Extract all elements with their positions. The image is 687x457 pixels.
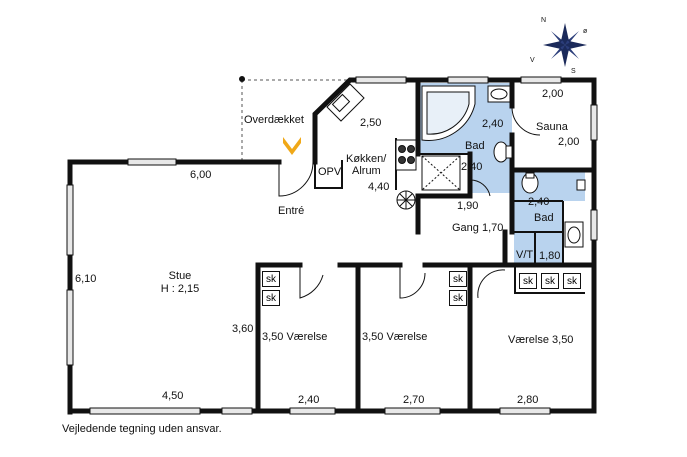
bathroom-fixtures	[421, 85, 586, 248]
label-dim-440: 4,40	[368, 181, 390, 193]
label-entre: Entré	[278, 205, 305, 217]
entrance-arrow-icon	[283, 137, 301, 155]
label-vaerelse2-dim: 2,70	[403, 394, 425, 406]
label-bad1-dim-b: 2,40	[461, 161, 483, 173]
label-bad2-dim-side: 1,80	[539, 250, 561, 262]
windows	[66, 76, 598, 415]
label-dim-360: 3,60	[232, 323, 254, 335]
label-bad2: Bad	[534, 212, 554, 224]
cabinet-sk: sk	[519, 273, 537, 289]
compass-rose-icon	[543, 23, 587, 67]
cabinet-sk: sk	[262, 290, 280, 306]
label-stue-dim-side: 6,10	[75, 273, 97, 285]
label-bad1: Bad	[465, 140, 485, 152]
cabinet-sk: sk	[541, 273, 559, 289]
kitchen-fixtures	[326, 83, 417, 210]
label-koekken: Køkken/	[346, 153, 387, 165]
label-stue-h: H : 2,15	[160, 283, 200, 295]
compass-n: N	[541, 17, 546, 24]
label-vaerelse1-dim: 2,40	[298, 394, 320, 406]
compass-o: ø	[583, 28, 588, 35]
label-stue-dim-bottom: 4,50	[162, 390, 184, 402]
cabinet-sk: sk	[262, 271, 280, 287]
disclaimer-text: Vejledende tegning uden ansvar.	[62, 423, 222, 435]
label-dim-190: 1,90	[457, 200, 479, 212]
label-overdaekket: Overdækket	[244, 114, 304, 126]
label-vaerelse3: Værelse 3,50	[508, 334, 574, 346]
label-bad1-dim-a: 2,40	[482, 118, 504, 130]
corner-dot	[239, 76, 245, 82]
label-sauna-dim-side: 2,00	[558, 136, 580, 148]
label-vt: V/T	[516, 249, 534, 261]
label-dim-250: 2,50	[360, 117, 382, 129]
compass-v: V	[530, 57, 535, 64]
label-stue: Stue	[168, 270, 192, 282]
label-vaerelse1: 3,50 Værelse	[262, 331, 328, 343]
label-opv: OPV	[318, 166, 342, 178]
cabinet-sk: sk	[563, 273, 581, 289]
label-vaerelse2: 3,50 Værelse	[362, 331, 428, 343]
label-sauna-dim-top: 2,00	[542, 88, 564, 100]
compass-s: S	[571, 68, 576, 75]
label-alrum: Alrum	[352, 165, 381, 177]
label-vaerelse3-dim: 2,80	[517, 394, 539, 406]
cabinet-sk: sk	[449, 290, 467, 306]
doors	[278, 106, 541, 299]
cabinet-sk: sk	[449, 271, 467, 287]
label-bad2-dim-top: 2,40	[528, 196, 550, 208]
label-gang: Gang 1,70	[452, 222, 504, 234]
label-stue-dim-top: 6,00	[190, 169, 212, 181]
thin-walls	[314, 138, 585, 294]
label-sauna: Sauna	[536, 121, 568, 133]
